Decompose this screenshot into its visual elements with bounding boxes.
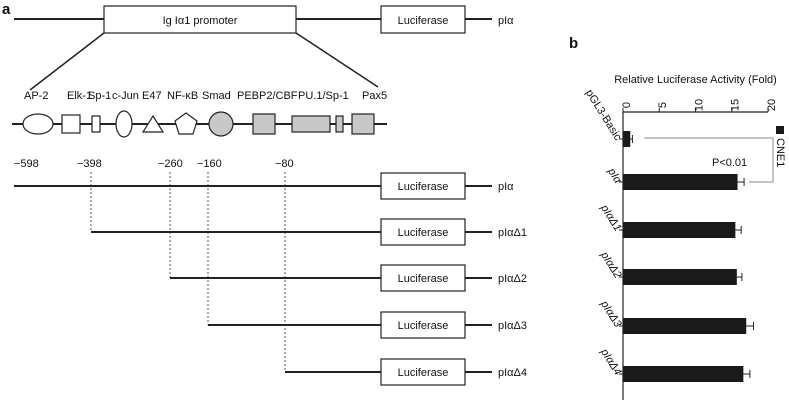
construct-pIa-d2: Luciferase pIαΔ2 [170,264,527,292]
luciferase-box [380,218,466,246]
significance-bracket [644,137,774,183]
elk1-site-square [61,114,81,134]
cjun-site-oval [115,110,133,138]
smad-site-circle [208,111,234,137]
x-tick-label: 0 [621,102,633,108]
bar [623,222,736,238]
construct-name: pIα [498,181,514,193]
luciferase-box [380,358,466,386]
construct-pIa-d1: Luciferase pIαΔ1 [91,218,527,246]
category-label: pIαΔ3 [598,298,625,331]
legend-swatch [776,126,784,134]
position-label: −398 [77,158,102,170]
position-label: −598 [14,158,39,170]
ap2-site-oval [22,113,54,135]
legend-label: CNE1 [774,138,786,167]
category-label: pIα [605,165,624,186]
position-markers: −598 −398 −260 −160 −80 [14,158,294,372]
chart-title: Relative Luciferase Activity (Fold) [614,74,777,86]
construct-pIa: Luciferase pIα [14,172,514,200]
luciferase-box [380,264,466,292]
construct-pIa-d4: Luciferase pIαΔ4 [285,358,527,386]
top-construct: Ig Iα1 promoter Luciferase pIα [14,5,514,91]
luciferase-box [380,311,466,339]
bar [623,366,744,382]
top-luciferase-box [380,5,466,34]
construct-name: pIαΔ3 [498,320,527,332]
construct-name: pIαΔ2 [498,273,527,285]
panel-b-label: b [569,35,578,52]
top-construct-name: pIα [498,15,514,27]
promoter-label: Ig Iα1 promoter [163,15,238,27]
x-tick-label: 20 [766,99,778,111]
tf-labels: AP-2 Elk-1 Sp-1 c-Jun E47 NF-κB Smad PEB… [24,90,387,102]
construct-name: pIαΔ4 [498,367,527,379]
pebp2-site-square [252,113,276,135]
category-label: pIαΔ2 [598,249,624,281]
x-tick-label: 15 [730,99,742,111]
luciferase-label: Luciferase [398,367,449,379]
x-tick-label: 5 [657,102,669,108]
sp1-second-site-rect [335,115,344,133]
tf-label: c-Jun [112,90,139,102]
bar [623,318,747,334]
pu1-site-rect [291,115,331,133]
position-label: −260 [158,158,183,170]
luciferase-label: Luciferase [398,273,449,285]
top-luciferase-label: Luciferase [398,15,449,27]
promoter-box [103,5,297,34]
position-label: −80 [275,158,294,170]
luciferase-box [380,172,466,200]
construct-name: pIαΔ1 [498,227,527,239]
luciferase-bar-chart: Relative Luciferase Activity (Fold) 0 5 10 1… [583,74,786,400]
panel-a-label: a [2,1,11,18]
category-label: pIαΔ4 [598,346,624,378]
bar [623,174,738,190]
binding-site-map [12,110,387,138]
luciferase-label: Luciferase [398,181,449,193]
tf-label: Elk-1 [67,90,92,102]
category-label: pGL3-Basic [583,87,624,143]
nfkb-site-pentagon [174,112,198,135]
tf-label: E47 [142,90,162,102]
luciferase-label: Luciferase [398,320,449,332]
pax5-site-square [351,113,375,135]
position-label: −160 [197,158,222,170]
tf-label: PEBP2/CBF [237,90,298,102]
zoom-line-left [29,32,105,91]
significance-label: P<0.01 [712,157,747,169]
tf-label: PU.1/Sp-1 [298,90,349,102]
tf-label: Pax5 [362,90,387,102]
sp1-site-rect [91,115,101,133]
zoom-line-right [295,32,379,88]
x-tick-label: 10 [693,99,705,111]
tf-label: Sp-1 [88,90,111,102]
luciferase-label: Luciferase [398,227,449,239]
construct-pIa-d3: Luciferase pIαΔ3 [208,311,527,339]
bar [623,131,631,147]
tf-label: NF-κB [167,90,198,102]
tf-label: Smad [202,90,231,102]
e47-site-triangle [141,114,165,133]
tf-label: AP-2 [24,90,48,102]
bar [623,269,737,285]
category-label: pIαΔ1 [598,202,624,234]
